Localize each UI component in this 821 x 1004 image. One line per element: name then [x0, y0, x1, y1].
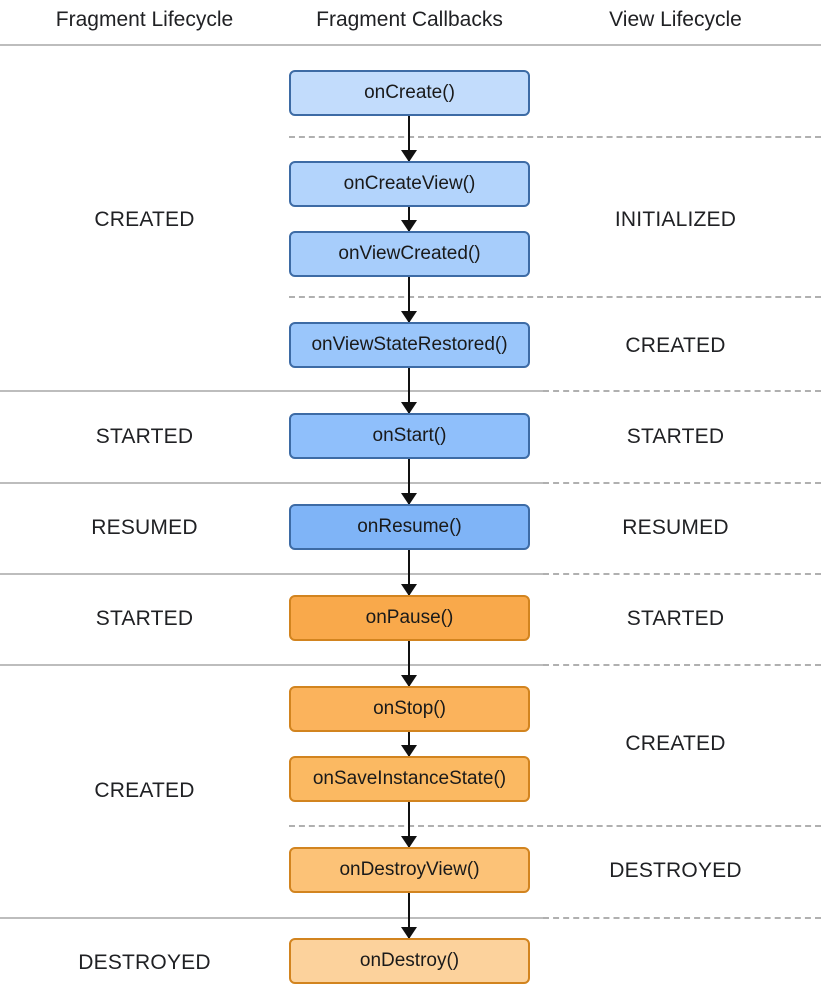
callback-box-ondestroy[interactable]: onDestroy()	[289, 938, 530, 984]
callback-box-onsaveinstancestate[interactable]: onSaveInstanceState()	[289, 756, 530, 802]
divider-segment-solid	[0, 573, 543, 575]
column-header-fragment-lifecycle: Fragment Lifecycle	[55, 8, 234, 31]
column-header-view-lifecycle: View Lifecycle	[609, 8, 742, 31]
divider-segment-dashed	[543, 917, 821, 919]
callback-box-oncreateview[interactable]: onCreateView()	[289, 161, 530, 207]
flow-arrow-4	[401, 459, 417, 505]
flow-arrow-5	[401, 550, 417, 596]
callback-box-onstop[interactable]: onStop()	[289, 686, 530, 732]
flow-arrow-6	[401, 641, 417, 687]
view-state-created-1: CREATED	[625, 334, 726, 357]
flow-arrow-2	[401, 277, 417, 323]
divider-segment-dashed	[289, 296, 821, 298]
callback-box-ondestroyview[interactable]: onDestroyView()	[289, 847, 530, 893]
flow-arrow-0	[401, 116, 417, 162]
fragment-state-started-3: STARTED	[95, 607, 194, 630]
divider-segment-solid	[0, 664, 543, 666]
column-header-fragment-callbacks: Fragment Callbacks	[316, 8, 503, 31]
divider-segment-dashed	[543, 482, 821, 484]
callback-box-oncreate[interactable]: onCreate()	[289, 70, 530, 116]
view-state-created-5: CREATED	[625, 732, 726, 755]
header-divider	[0, 44, 821, 46]
view-state-resumed-3: RESUMED	[622, 516, 729, 539]
divider-segment-dashed	[543, 390, 821, 392]
callback-box-onpause[interactable]: onPause()	[289, 595, 530, 641]
callback-box-onresume[interactable]: onResume()	[289, 504, 530, 550]
divider-segment-dashed	[543, 573, 821, 575]
divider-segment-solid	[0, 390, 543, 392]
divider-segment-dashed	[289, 825, 821, 827]
view-state-started-4: STARTED	[626, 607, 725, 630]
divider-segment-dashed	[543, 664, 821, 666]
flow-arrow-9	[401, 893, 417, 939]
callback-box-onstart[interactable]: onStart()	[289, 413, 530, 459]
view-state-started-2: STARTED	[626, 425, 725, 448]
fragment-state-created-0: CREATED	[94, 208, 195, 231]
divider-segment-solid	[0, 482, 543, 484]
flow-arrow-8	[401, 802, 417, 848]
flow-arrow-7	[401, 732, 417, 757]
flow-arrow-3	[401, 368, 417, 414]
callback-box-onviewcreated[interactable]: onViewCreated()	[289, 231, 530, 277]
divider-segment-dashed	[289, 136, 821, 138]
view-state-destroyed-6: DESTROYED	[609, 859, 742, 882]
fragment-state-created-4: CREATED	[94, 779, 195, 802]
fragment-state-started-1: STARTED	[95, 425, 194, 448]
fragment-state-resumed-2: RESUMED	[91, 516, 198, 539]
view-state-initialized-0: INITIALIZED	[614, 208, 737, 231]
divider-segment-solid	[0, 917, 543, 919]
callback-box-onviewstaterestored[interactable]: onViewStateRestored()	[289, 322, 530, 368]
flow-arrow-1	[401, 207, 417, 232]
fragment-state-destroyed-5: DESTROYED	[78, 951, 211, 974]
